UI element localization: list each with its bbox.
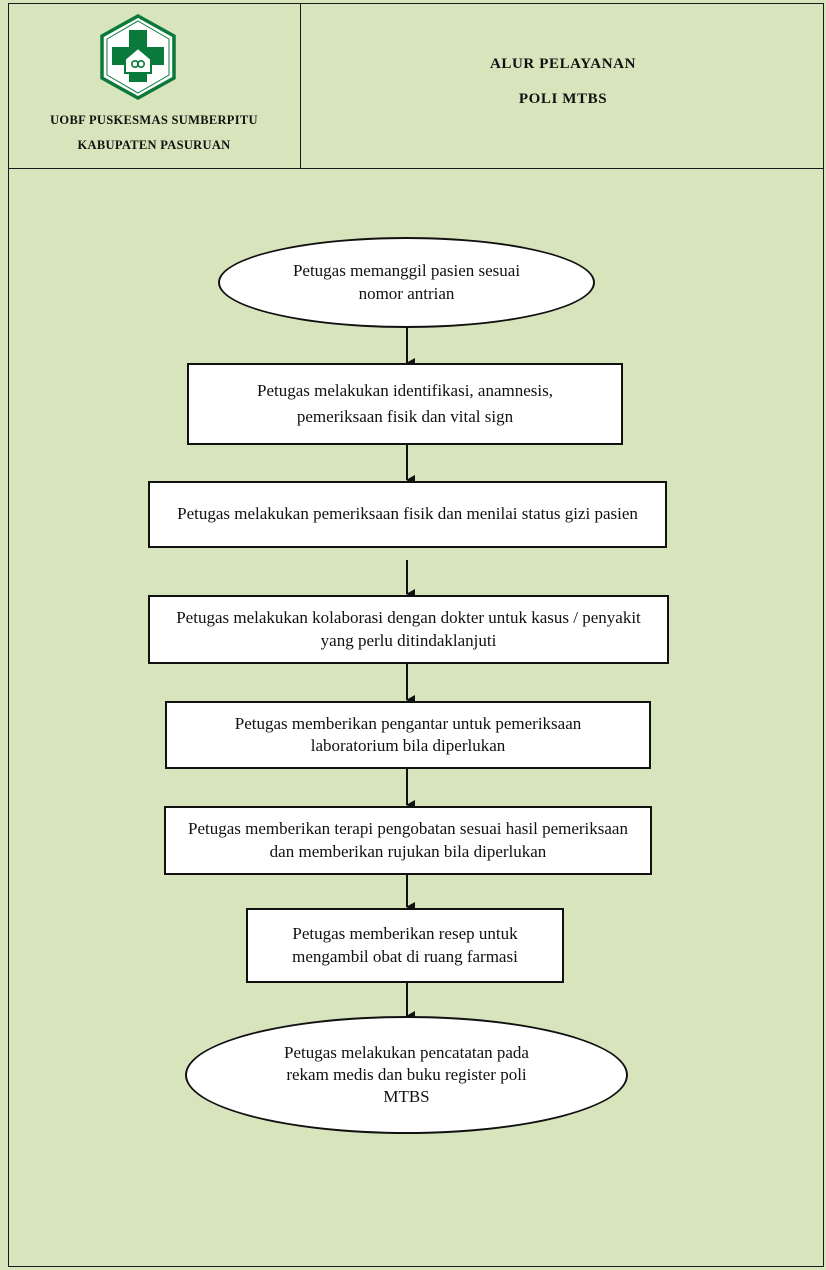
- flow-start-node: Petugas memanggil pasien sesuai nomor an…: [218, 237, 595, 328]
- flow-step-3: Petugas melakukan kolaborasi dengan dokt…: [148, 595, 669, 664]
- puskesmas-logo-icon: [100, 14, 176, 100]
- flow-step-2: Petugas melakukan pemeriksaan fisik dan …: [148, 481, 667, 548]
- org-region: KABUPATEN PASURUAN: [77, 138, 231, 152]
- flow-step-5: Petugas memberikan terapi pengobatan ses…: [164, 806, 652, 875]
- org-name: UOBF PUSKESMAS SUMBERPITU: [50, 113, 258, 127]
- page-title: ALUR PELAYANAN: [489, 56, 637, 72]
- flow-end-node: Petugas melakukan pencatatan pada rekam …: [185, 1016, 628, 1134]
- header-divider: [8, 168, 824, 169]
- flow-step-1: Petugas melakukan identifikasi, anamnesi…: [187, 363, 623, 445]
- flow-step-4: Petugas memberikan pengantar untuk pemer…: [165, 701, 651, 769]
- flow-step-6: Petugas memberikan resep untuk mengambil…: [246, 908, 564, 983]
- page-frame: [8, 3, 824, 1267]
- header-column-divider: [300, 3, 301, 169]
- page-subtitle: POLI MTBS: [518, 91, 608, 107]
